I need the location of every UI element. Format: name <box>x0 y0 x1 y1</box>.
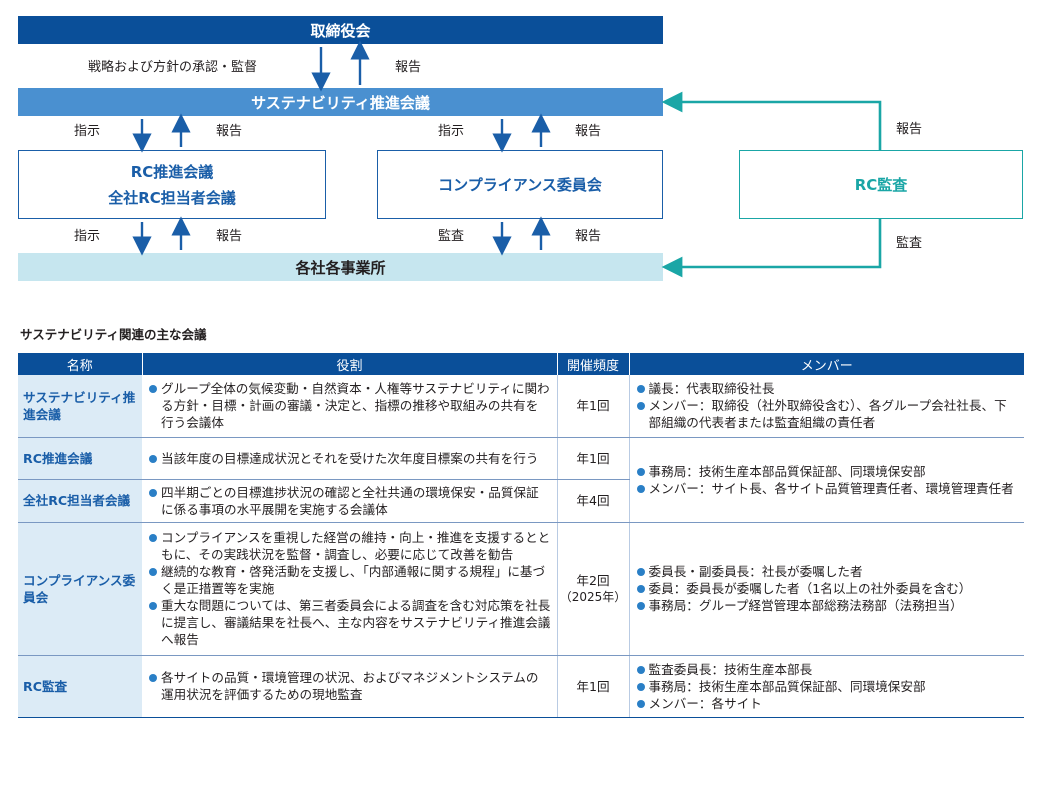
list-item: メンバー：サイト長、各サイト品質管理責任者、環境管理責任者 <box>636 480 1019 497</box>
rc-council-box: RC推進会議 全社RC担当者会議 <box>18 150 326 219</box>
row-members: 監査委員長：技術生産本部長 事務局：技術生産本部品質保証部、同環境保安部 メンバ… <box>629 655 1024 718</box>
row-name: コンプライアンス委員会 <box>18 522 142 656</box>
rc-audit-label: RC監査 <box>854 175 908 194</box>
row-members-shared: 事務局：技術生産本部品質保証部、同環境保安部 メンバー：サイト長、各サイト品質管… <box>629 437 1024 523</box>
row-members: 委員長・副委員長：社長が委嘱した者 委員：委員長が委嘱した者（1名以上の社外委員… <box>629 522 1024 656</box>
row-role: グループ全体の気候変動・自然資本・人権等サステナビリティに関わる方針・目標・計画… <box>142 375 557 438</box>
list-item: 委員：委員長が委嘱した者（1名以上の社外委員を含む） <box>636 580 1019 597</box>
list-item: 継続的な教育・啓発活動を支援し、「内部通報に関する規程」に基づく是正措置等を実施 <box>148 563 551 597</box>
row-role: 四半期ごとの目標進捗状況の確認と全社共通の環境保安・品質保証に係る事項の水平展開… <box>142 479 557 523</box>
header-members: メンバー <box>628 353 1024 375</box>
list-item: 当該年度の目標達成状況とそれを受けた次年度目標案の共有を行う <box>148 450 551 467</box>
row-frequency: 年1回 <box>556 655 630 718</box>
row-name: サステナビリティ推進会議 <box>18 375 142 438</box>
sites-report-label: 報告 <box>216 229 243 244</box>
list-item: 四半期ごとの目標進捗状況の確認と全社共通の環境保安・品質保証に係る事項の水平展開… <box>148 484 551 518</box>
rc-audit-audit-connector <box>661 219 882 278</box>
list-item: 重大な問題については、第三者委員会による調査を含む対応策を社長に提言し、審議結果… <box>148 597 551 648</box>
header-frequency: 開催頻度 <box>556 353 629 375</box>
header-role: 役割 <box>141 353 557 375</box>
list-item: コンプライアンスを重視した経営の維持・向上・推進を支援するとともに、その実践状況… <box>148 529 551 563</box>
sites-instruct-label: 指示 <box>74 229 101 244</box>
list-item: メンバー：取締役（社外取締役含む）、各グループ会社社長、下部組織の代表者または監… <box>636 397 1019 431</box>
table-row: RC推進会議 当該年度の目標達成状況とそれを受けた次年度目標案の共有を行う 年1… <box>18 437 1024 523</box>
list-item: 事務局：技術生産本部品質保証部、同環境保安部 <box>636 463 1019 480</box>
section-title: サステナビリティ関連の主な会議 <box>20 327 207 342</box>
rc-audit-report-label: 報告 <box>896 122 923 137</box>
header-name: 名称 <box>18 353 142 375</box>
row-role: 各サイトの品質・環境管理の状況、およびマネジメントシステムの運用状況を評価するた… <box>142 655 557 718</box>
board-label: 取締役会 <box>310 21 371 40</box>
sustainability-council-bar: サステナビリティ推進会議 <box>18 88 663 116</box>
row-frequency: 年2回 （2025年） <box>556 522 630 656</box>
meetings-table: 名称 役割 開催頻度 メンバー サステナビリティ推進会議 グループ全体の気候変動… <box>18 353 1024 718</box>
rc-audit-audit-label: 監査 <box>896 236 923 251</box>
list-item: グループ全体の気候変動・自然資本・人権等サステナビリティに関わる方針・目標・計画… <box>148 380 551 431</box>
list-item: メンバー：各サイト <box>636 695 1019 712</box>
compliance-instruct-label: 指示 <box>438 124 465 139</box>
table-row: サステナビリティ推進会議 グループ全体の気候変動・自然資本・人権等サステナビリテ… <box>18 375 1024 438</box>
frequency-value: 年2回 <box>576 572 610 588</box>
list-item: 監査委員長：技術生産本部長 <box>636 661 1019 678</box>
sites-bar: 各社各事業所 <box>18 253 663 281</box>
sites-label: 各社各事業所 <box>295 258 386 277</box>
row-name: 全社RC担当者会議 <box>18 479 142 523</box>
compliance-committee-label: コンプライアンス委員会 <box>438 175 602 194</box>
list-item: 事務局：技術生産本部品質保証部、同環境保安部 <box>636 678 1019 695</box>
row-frequency: 年1回 <box>556 375 630 438</box>
row-name: RC監査 <box>18 655 142 718</box>
list-item: 議長：代表取締役社長 <box>636 380 1019 397</box>
board-report-label: 報告 <box>395 60 422 75</box>
row-role: コンプライアンスを重視した経営の維持・向上・推進を支援するとともに、その実践状況… <box>142 522 557 656</box>
rc-contact-meeting-label: 全社RC担当者会議 <box>108 188 236 207</box>
board-bar: 取締役会 <box>18 16 663 44</box>
compliance-audit-label: 監査 <box>438 229 465 244</box>
flow-arrows <box>132 40 882 278</box>
frequency-note: （2025年） <box>559 589 627 604</box>
rc-audit-box: RC監査 <box>739 150 1023 219</box>
row-frequency: 年1回 <box>556 437 630 480</box>
row-name: RC推進会議 <box>18 437 142 480</box>
list-item: 委員長・副委員長：社長が委嘱した者 <box>636 563 1019 580</box>
table-row: コンプライアンス委員会 コンプライアンスを重視した経営の維持・向上・推進を支援す… <box>18 522 1024 656</box>
approval-label: 戦略および方針の承認・監督 <box>88 60 258 75</box>
table-row: RC監査 各サイトの品質・環境管理の状況、およびマネジメントシステムの運用状況を… <box>18 655 1024 718</box>
rc-report-label: 報告 <box>216 124 243 139</box>
compliance-sites-report-label: 報告 <box>575 229 602 244</box>
rc-audit-report-connector <box>661 91 882 150</box>
rc-council-label: RC推進会議 <box>130 162 214 181</box>
list-item: 事務局：グループ経営管理本部総務法務部（法務担当） <box>636 597 1019 614</box>
list-item: 各サイトの品質・環境管理の状況、およびマネジメントシステムの運用状況を評価するた… <box>148 669 551 703</box>
rc-instruct-label: 指示 <box>74 124 101 139</box>
compliance-committee-box: コンプライアンス委員会 <box>377 150 663 219</box>
compliance-report-label: 報告 <box>575 124 602 139</box>
row-members: 議長：代表取締役社長 メンバー：取締役（社外取締役含む）、各グループ会社社長、下… <box>629 375 1024 438</box>
row-role: 当該年度の目標達成状況とそれを受けた次年度目標案の共有を行う <box>142 437 557 480</box>
table-row: 全社RC担当者会議 四半期ごとの目標進捗状況の確認と全社共通の環境保安・品質保証… <box>18 479 1024 523</box>
table-header-row: 名称 役割 開催頻度 メンバー <box>18 353 1024 375</box>
row-frequency: 年4回 <box>556 479 630 523</box>
sustainability-council-label: サステナビリティ推進会議 <box>251 93 430 112</box>
